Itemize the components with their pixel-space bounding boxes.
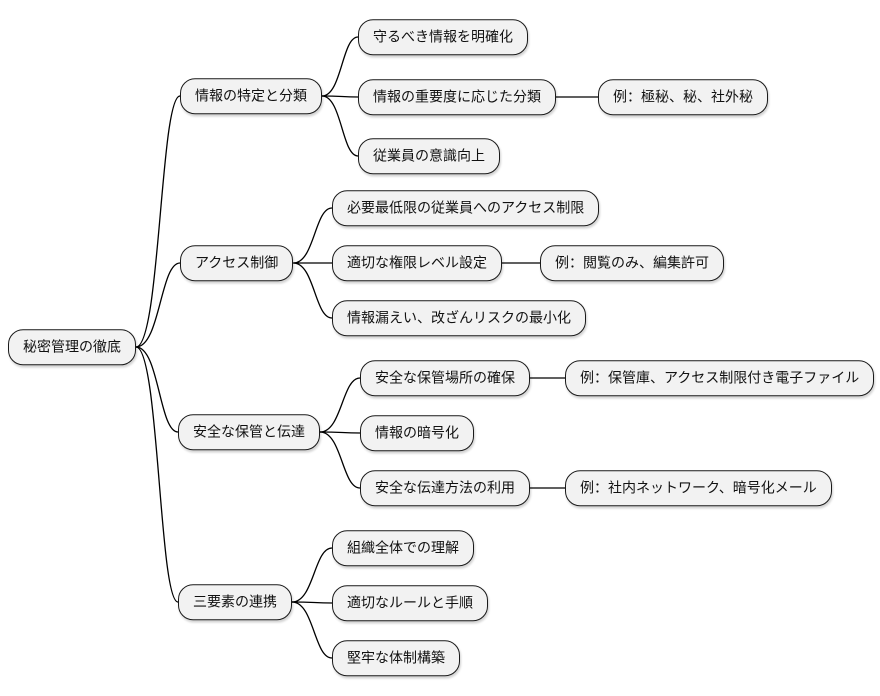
branch-1-child-3-node: 従業員の意識向上	[358, 138, 500, 174]
branch-2-node: アクセス制御	[180, 245, 294, 281]
branch-2-child-2-node: 適切な権限レベル設定	[332, 245, 502, 281]
root-node: 秘密管理の徹底	[8, 329, 136, 365]
branch-3-child-3-node: 安全な伝達方法の利用	[360, 470, 530, 506]
connector-line	[291, 601, 333, 659]
branch-1-child-1-node: 守るべき情報を明確化	[358, 19, 528, 55]
branch-2-child-1-node: 必要最低限の従業員へのアクセス制限	[332, 190, 600, 226]
branch-4-child-2-node: 適切なルールと手順	[332, 585, 488, 621]
connector-line	[319, 431, 361, 434]
connector-line	[135, 346, 179, 603]
connector-line	[293, 262, 333, 319]
connector-line	[293, 207, 333, 264]
branch-1-node: 情報の特定と分類	[180, 78, 322, 114]
branch-3-node: 安全な保管と伝達	[178, 414, 320, 450]
connector-line	[321, 95, 359, 157]
connector-line	[291, 547, 333, 603]
branch-4-node: 三要素の連携	[178, 584, 292, 620]
branch-4-child-1-node: 組織全体での理解	[332, 530, 474, 566]
branch-1-child-2-node: 情報の重要度に応じた分類	[358, 79, 556, 115]
branch-3-child-1-example-node: 例：保管庫、アクセス制限付き電子ファイル	[565, 360, 875, 396]
connector-line	[135, 262, 181, 348]
branch-2-child-2-example-node: 例：閲覧のみ、編集許可	[540, 245, 724, 281]
branch-3-child-1-node: 安全な保管場所の確保	[360, 360, 530, 396]
branch-4-child-3-node: 堅牢な体制構築	[332, 640, 460, 676]
connector-line	[321, 36, 359, 97]
connector-line	[135, 95, 181, 348]
branch-3-child-2-node: 情報の暗号化	[360, 415, 474, 451]
connector-line	[135, 346, 179, 433]
connector-line	[319, 377, 361, 433]
branch-2-child-3-node: 情報漏えい、改ざんリスクの最小化	[332, 300, 586, 336]
connector-line	[321, 95, 359, 98]
branch-1-child-2-example-node: 例：極秘、秘、社外秘	[598, 79, 768, 115]
branch-3-child-3-example-node: 例：社内ネットワーク、暗号化メール	[565, 470, 832, 506]
connector-line	[319, 431, 361, 489]
connector-line	[291, 601, 333, 604]
